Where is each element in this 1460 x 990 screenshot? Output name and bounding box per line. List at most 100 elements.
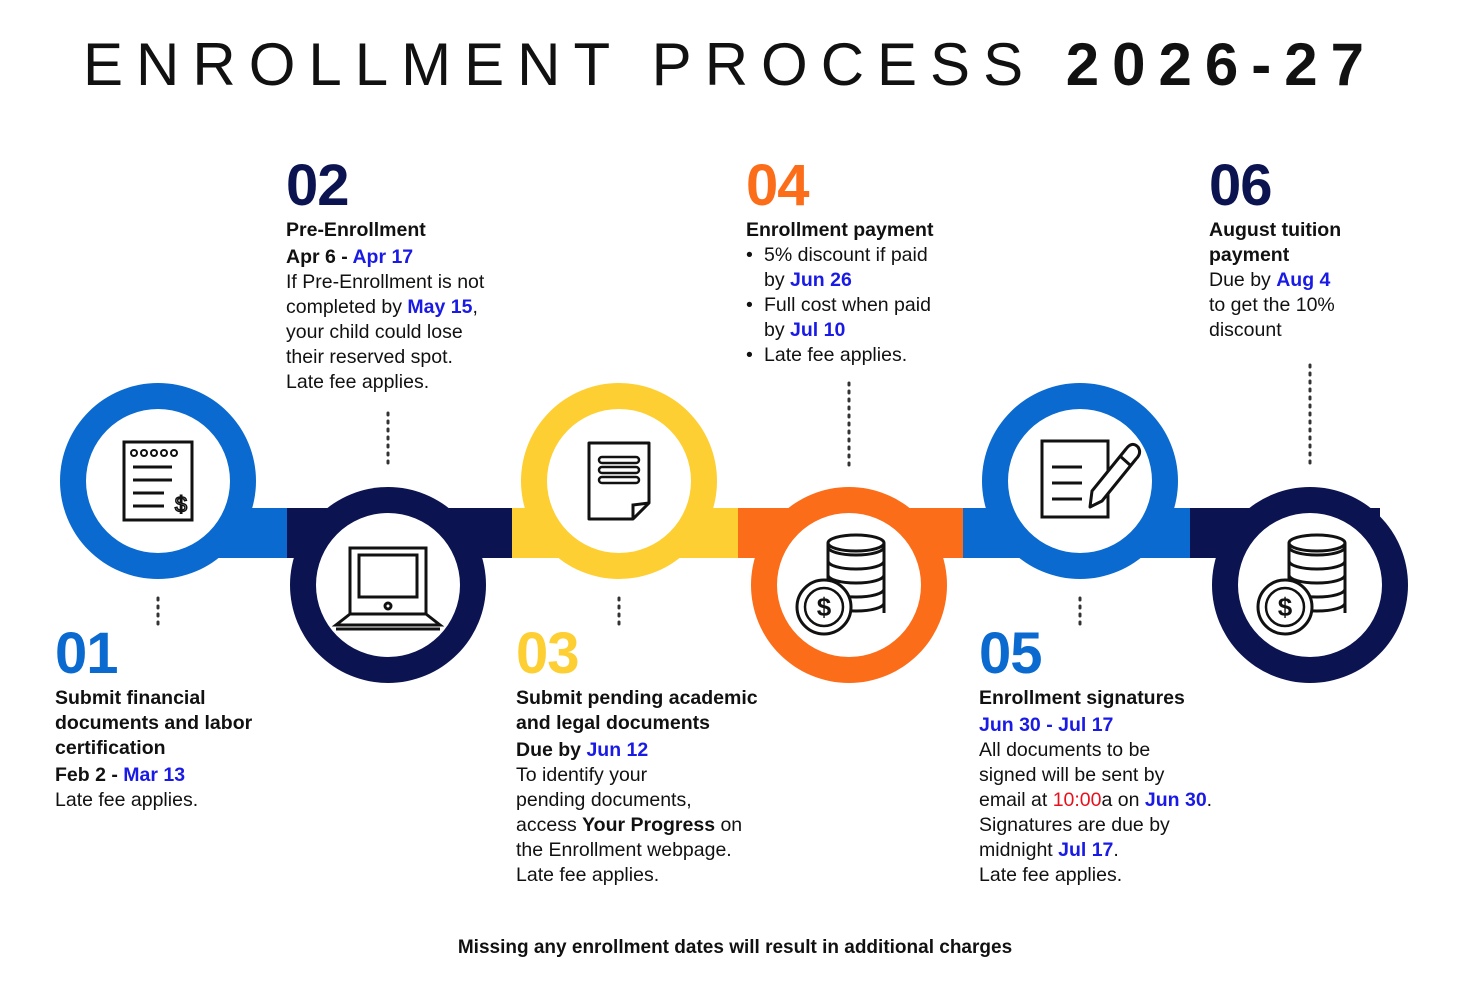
step-heading: Pre-Enrollment bbox=[286, 219, 426, 241]
body-text: signed will be sent by bbox=[979, 764, 1165, 786]
step-dates: Due by Jun 12 bbox=[516, 738, 758, 763]
page-title: ENROLLMENT PROCESS 2026-27 bbox=[0, 30, 1460, 100]
svg-text:$: $ bbox=[1278, 592, 1293, 622]
step-body-line: your child could lose bbox=[286, 320, 484, 345]
invoice-dollar-icon: $ bbox=[122, 440, 194, 522]
step-body-line: 5% discount if paid bbox=[746, 243, 933, 268]
step-heading: and legal documents bbox=[516, 712, 710, 734]
date-text: May 15 bbox=[407, 296, 473, 318]
step-body-line: email at 10:00a on Jun 30. bbox=[979, 788, 1212, 813]
body-text: your child could lose bbox=[286, 321, 463, 343]
body-text: Due by bbox=[1209, 269, 1277, 291]
step-heading: Submit financial bbox=[55, 687, 206, 709]
step-heading: payment bbox=[1209, 244, 1290, 266]
body-text: , bbox=[472, 296, 478, 318]
step-body-line: Due by Aug 4 bbox=[1209, 268, 1341, 293]
step-body-line: access Your Progress on bbox=[516, 813, 758, 838]
svg-text:$: $ bbox=[817, 592, 832, 622]
body-text: by bbox=[764, 319, 791, 341]
date-text: Jun 26 bbox=[790, 269, 852, 291]
coins-icon: $ bbox=[1256, 533, 1347, 636]
body-text: pending documents, bbox=[516, 789, 692, 811]
date-text: - bbox=[1040, 714, 1059, 736]
date-text: Aug 4 bbox=[1276, 269, 1331, 291]
step-body-line: Full cost when paid bbox=[746, 293, 933, 318]
body-text: Late fee applies. bbox=[55, 789, 199, 811]
step-number: 05 bbox=[979, 621, 1043, 686]
date-text: Feb 2 - bbox=[55, 764, 124, 786]
date-text: Due by bbox=[516, 739, 587, 761]
step-body-line: by Jul 10 bbox=[746, 318, 933, 343]
step-body-line: their reserved spot. bbox=[286, 345, 484, 370]
body-text: Signatures are due by bbox=[979, 814, 1170, 836]
date-text: Jun 30 bbox=[979, 714, 1041, 736]
footer-note: Missing any enrollment dates will result… bbox=[457, 937, 1013, 958]
step-heading: August tuition bbox=[1209, 219, 1342, 241]
step-body-line: signed will be sent by bbox=[979, 763, 1212, 788]
body-text: Late fee applies. bbox=[764, 344, 908, 366]
step-ring-inner bbox=[1008, 409, 1152, 553]
body-text: Your Progress bbox=[582, 814, 716, 836]
step-number: 06 bbox=[1209, 153, 1273, 218]
step-body-line: completed by May 15, bbox=[286, 295, 484, 320]
step-dates: Jun 30 - Jul 17 bbox=[979, 713, 1212, 738]
body-text: All documents to be bbox=[979, 739, 1151, 761]
step-dates: Feb 2 - Mar 13 bbox=[55, 763, 252, 788]
document-icon bbox=[587, 441, 651, 521]
step-body-line: Late fee applies. bbox=[746, 343, 933, 368]
body-text: discount bbox=[1209, 319, 1282, 341]
body-text: To identify your bbox=[516, 764, 648, 786]
step-body-line: All documents to be bbox=[979, 738, 1212, 763]
date-text: Jun 12 bbox=[586, 739, 649, 761]
step-ring-inner bbox=[547, 409, 691, 553]
step-body-line: Signatures are due by bbox=[979, 813, 1212, 838]
date-text: Jul 17 bbox=[1058, 839, 1114, 861]
step-dates: Apr 6 - Apr 17 bbox=[286, 245, 484, 270]
laptop-icon bbox=[331, 546, 445, 631]
step-body-line: discount bbox=[1209, 318, 1341, 343]
step-body-line: by Jun 26 bbox=[746, 268, 933, 293]
step-body-line: If Pre-Enrollment is not bbox=[286, 270, 484, 295]
step-body-line: Late fee applies. bbox=[979, 863, 1212, 888]
body-text: . bbox=[1113, 839, 1119, 861]
body-text: 5% discount if paid bbox=[764, 244, 928, 266]
body-text: by bbox=[764, 269, 791, 291]
body-text: on bbox=[715, 814, 743, 836]
step-heading: Enrollment signatures bbox=[979, 687, 1185, 709]
step-body-line: Late fee applies. bbox=[516, 863, 758, 888]
body-text: access bbox=[516, 814, 583, 836]
step-body-line: To identify your bbox=[516, 763, 758, 788]
date-text: Jul 17 bbox=[1058, 714, 1114, 736]
date-text: Mar 13 bbox=[123, 764, 186, 786]
date-text: Apr 17 bbox=[352, 246, 414, 268]
sign-document-icon bbox=[1040, 439, 1142, 519]
body-text: email at bbox=[979, 789, 1053, 811]
step-ring-inner bbox=[316, 513, 460, 657]
body-text: Late fee applies. bbox=[286, 371, 430, 393]
step-body-line: midnight Jul 17. bbox=[979, 838, 1212, 863]
step-number: 04 bbox=[746, 153, 810, 218]
step-body-line: Late fee applies. bbox=[286, 370, 484, 395]
date-text: Jul 10 bbox=[790, 319, 846, 341]
step-heading: Enrollment payment bbox=[746, 219, 934, 241]
step-heading: documents and labor bbox=[55, 712, 253, 734]
body-text: their reserved spot. bbox=[286, 346, 453, 368]
step-heading: certification bbox=[55, 737, 166, 759]
body-text: the Enrollment webpage. bbox=[516, 839, 732, 861]
body-text: Late fee applies. bbox=[516, 864, 660, 886]
title-text: ENROLLMENT PROCESS bbox=[83, 31, 1037, 98]
date-text: Apr 6 - bbox=[286, 246, 353, 268]
body-text: If Pre-Enrollment is not bbox=[286, 271, 485, 293]
body-text: to get the 10% bbox=[1209, 294, 1335, 316]
step-body-line: the Enrollment webpage. bbox=[516, 838, 758, 863]
step-body-line: Late fee applies. bbox=[55, 788, 252, 813]
step-number: 02 bbox=[286, 153, 350, 218]
body-text: Late fee applies. bbox=[979, 864, 1123, 886]
step-heading: Submit pending academic bbox=[516, 687, 758, 709]
step-number: 01 bbox=[55, 621, 119, 686]
